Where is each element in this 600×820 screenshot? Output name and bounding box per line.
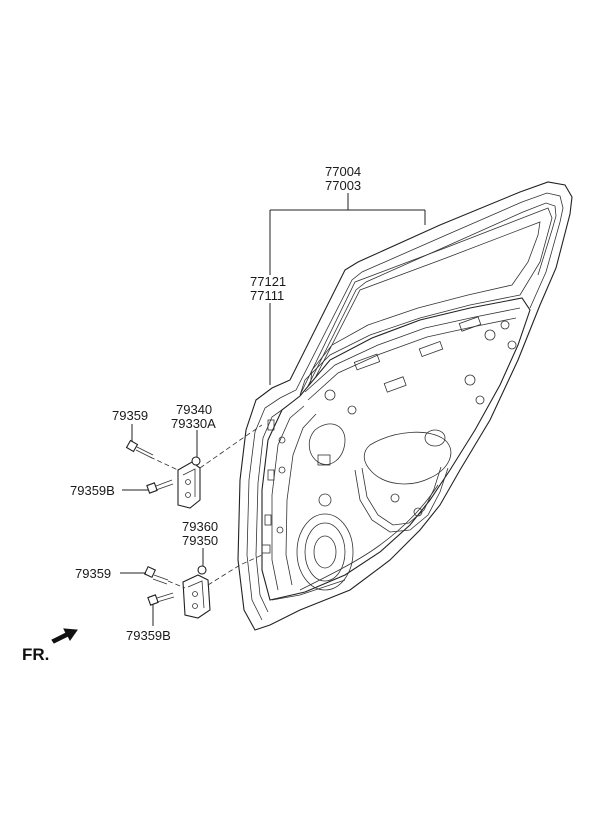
- lower-hinge: [182, 565, 211, 619]
- bolt-lower: [143, 565, 169, 585]
- label-77003: 77003: [325, 178, 361, 193]
- label-79359B-lower: 79359B: [126, 628, 171, 643]
- inner-panel: [261, 297, 531, 601]
- front-indicator: FR.: [22, 628, 78, 664]
- label-77121: 77121: [250, 274, 286, 289]
- label-79360: 79360: [182, 519, 218, 534]
- bolt-upper: [125, 439, 154, 459]
- bolt-upper-b: [146, 479, 174, 494]
- label-77111: 77111: [250, 288, 284, 303]
- label-77004: 77004: [325, 164, 361, 179]
- fr-arrow-icon: [51, 628, 78, 644]
- upper-hinge: [177, 456, 201, 509]
- leader-lines: [120, 193, 426, 626]
- label-79330A: 79330A: [171, 416, 216, 431]
- label-79350: 79350: [182, 533, 218, 548]
- bolt-lower-b: [147, 592, 175, 606]
- fr-label: FR.: [22, 645, 49, 664]
- label-79359-upper: 79359: [112, 408, 148, 423]
- label-79359B-upper: 79359B: [70, 483, 115, 498]
- label-79340: 79340: [176, 402, 212, 417]
- assembly-lines: [149, 424, 263, 589]
- label-79359-lower: 79359: [75, 566, 111, 581]
- part-labels: 77004 77003 77121 77111 79359 79340 7933…: [70, 164, 361, 643]
